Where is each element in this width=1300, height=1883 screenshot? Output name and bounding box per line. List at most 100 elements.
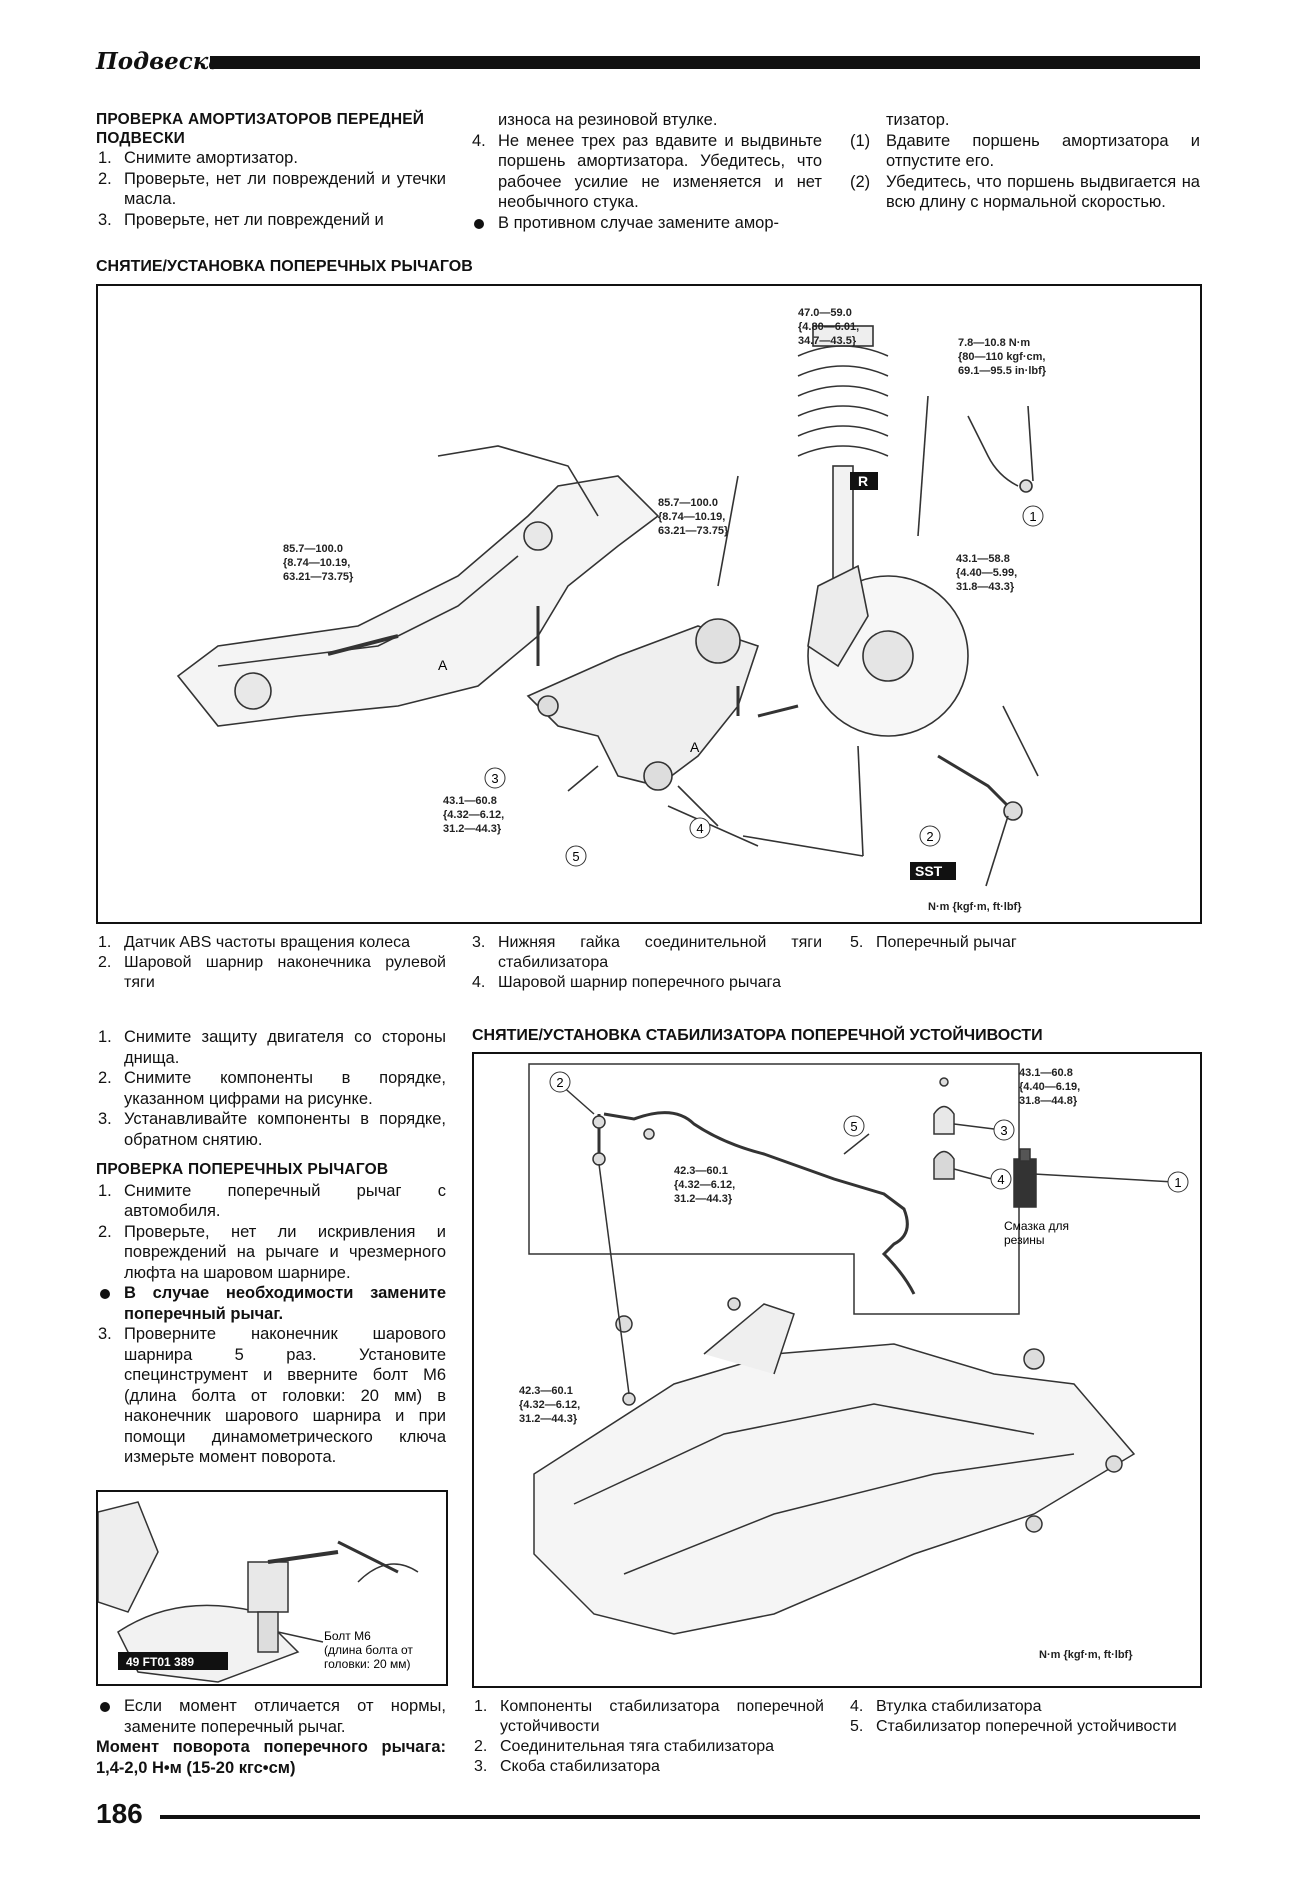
- torque-check-diagram: 49 FT01 389 Болт M6 (длина болта от голо…: [98, 1501, 419, 1683]
- torque-link-lower-3: 31.2—44.3}: [519, 1413, 578, 1425]
- caption-item: 4.Шаровой шарнир поперечного рычага: [472, 974, 782, 991]
- list-item: (1)Вдавите поршень амортизатора и отпуст…: [850, 131, 1200, 171]
- figure-stabilizer: 43.1—60.8 {4.40—6.19, 31.8—44.8} 42.3—60…: [472, 1052, 1202, 1688]
- figure-torque-check: 49 FT01 389 Болт M6 (длина болта от голо…: [96, 1490, 448, 1686]
- torque-abs-2: {80—110 kgf·cm,: [958, 351, 1045, 363]
- list-item: (2)Убедитесь, что поршень выдвигается на…: [850, 172, 1200, 212]
- figure1-title: СНЯТИЕ/УСТАНОВКА ПОПЕРЕЧНЫХ РЫЧАГОВ: [96, 258, 473, 275]
- bolt-label-2: (длина болта от: [324, 1643, 413, 1657]
- arm-check-heading: Проверка поперечных рычагов: [96, 1161, 389, 1178]
- callout-4: 4: [997, 1172, 1004, 1187]
- stabilizer-diagram: 43.1—60.8 {4.40—6.19, 31.8—44.8} 42.3—60…: [519, 1063, 1189, 1661]
- caption-item: 1.Компоненты стабилизатора поперечной ус…: [474, 1698, 824, 1735]
- fig1-caption-col1: 1.Датчик ABS частоты вращения колеса 2.Ш…: [96, 933, 446, 993]
- list-item: 3.Проверните наконечник шарового шарнира…: [98, 1325, 446, 1466]
- torque-balljoint-3: 31.2—44.3}: [443, 823, 502, 835]
- caption-item: 2.Соединительная тяга стабилизатора: [474, 1738, 775, 1755]
- units-label: N·m {kgf·m, ft·lbf}: [1039, 1649, 1133, 1661]
- list-item: 2.Снимите компоненты в порядке, указанно…: [98, 1069, 446, 1108]
- bullet-item: В противном случае замените амор-: [470, 213, 822, 234]
- figure-lower-arm: 47.0—59.0 {4.80—6.01, 34.7—43.5} 7.8—10.…: [96, 284, 1202, 924]
- torque-bracket-1: 43.1—60.8: [1019, 1067, 1073, 1079]
- figure2-title: СНЯТИЕ/УСТАНОВКА СТАБИЛИЗАТОРА ПОПЕРЕЧНО…: [472, 1027, 1043, 1044]
- r-badge-label: R: [858, 473, 868, 489]
- torque-arm-rear-2: {8.74—10.19,: [658, 511, 725, 523]
- list-item-continued: износа на резиновой втулке.: [498, 111, 718, 129]
- list-item: 1.Снимите поперечный рычаг с автомобиля.: [98, 1181, 446, 1221]
- list-item: 3.Устанавливайте компоненты в порядке, о…: [98, 1110, 446, 1149]
- caption-item: 5.Поперечный рычаг: [850, 934, 1017, 951]
- fig1-caption-col3: 5.Поперечный рычаг: [848, 933, 1200, 953]
- callout-2: 2: [556, 1075, 563, 1090]
- caption-item: 3.Нижняя гайка соединительной тяги стаби…: [472, 934, 822, 971]
- torque-link-lower-2: {4.32—6.12,: [519, 1399, 580, 1411]
- fig1-caption-col2: 3.Нижняя гайка соединительной тяги стаби…: [470, 933, 822, 993]
- torque-arm-bolt-3: 63.21—73.75}: [283, 571, 354, 583]
- fig2-caption-col2: 4.Втулка стабилизатора 5.Стабилизатор по…: [848, 1697, 1202, 1737]
- torque-knuckle-3: 31.8—43.3}: [956, 581, 1015, 593]
- callout-1: 1: [1029, 509, 1036, 524]
- marker-a-right: A: [690, 739, 700, 755]
- callout-3: 3: [491, 771, 498, 786]
- torque-knuckle-2: {4.40—5.99,: [956, 567, 1017, 579]
- page-number: 186: [96, 1798, 143, 1829]
- callout-5: 5: [572, 849, 579, 864]
- list-item: 1.Снимите защиту двигателя со стороны дн…: [98, 1028, 446, 1067]
- r-badge: [850, 472, 878, 490]
- caption-item: 2.Шаровой шарнир наконечника рулевой тяг…: [98, 954, 446, 991]
- torque-bracket-2: {4.40—6.19,: [1019, 1081, 1080, 1093]
- shock-check-heading: Проверка амортизаторов передней подвески: [96, 111, 425, 147]
- bolt-label-3: головки: 20 мм): [324, 1657, 411, 1671]
- torque-balljoint-1: 43.1—60.8: [443, 795, 497, 807]
- caption-item: 3.Скоба стабилизатора: [474, 1758, 660, 1775]
- bullet-item: Если момент отличается от нормы, заменит…: [96, 1696, 446, 1737]
- torque-strut-2: {4.80—6.01,: [798, 321, 859, 333]
- list-item: 1.Снимите амортизатор.: [98, 149, 298, 167]
- units-label: N·m {kgf·m, ft·lbf}: [928, 901, 1022, 913]
- torque-arm-rear-3: 63.21—73.75}: [658, 525, 729, 537]
- torque-link-lower-1: 42.3—60.1: [519, 1385, 573, 1397]
- grease-label-2: резины: [1004, 1233, 1045, 1247]
- tool-badge: [118, 1652, 228, 1670]
- torque-strut-3: 34.7—43.5}: [798, 335, 857, 347]
- list-item: 3.Проверьте, нет ли повреждений и: [98, 210, 384, 229]
- footer-rule: [160, 1815, 1200, 1819]
- torque-link-upper-1: 42.3—60.1: [674, 1165, 728, 1177]
- list-item-continued: тизатор.: [886, 111, 950, 129]
- top-column-1: Проверка амортизаторов передней подвески…: [96, 110, 446, 230]
- section-title: Подвеска: [96, 48, 224, 75]
- sst-badge-label: SST: [915, 863, 943, 879]
- marker-a-left: A: [438, 657, 448, 673]
- callout-2: 2: [926, 829, 933, 844]
- torque-arm-bolt-2: {8.74—10.19,: [283, 557, 350, 569]
- lower-arm-diagram: 47.0—59.0 {4.80—6.01, 34.7—43.5} 7.8—10.…: [176, 307, 1047, 913]
- caption-item: 5.Стабилизатор поперечной устойчивости: [850, 1718, 1177, 1735]
- torque-link-upper-2: {4.32—6.12,: [674, 1179, 735, 1191]
- grease-label-1: Смазка для: [1004, 1219, 1069, 1233]
- fig2-caption-col1: 1.Компоненты стабилизатора поперечной ус…: [472, 1697, 824, 1777]
- callout-3: 3: [1000, 1123, 1007, 1138]
- torque-abs-1: 7.8—10.8 N·m: [958, 337, 1030, 349]
- torque-balljoint-2: {4.32—6.12,: [443, 809, 504, 821]
- callout-1: 1: [1174, 1175, 1181, 1190]
- callout-5: 5: [850, 1119, 857, 1134]
- torque-link-upper-3: 31.2—44.3}: [674, 1193, 733, 1205]
- torque-arm-rear-1: 85.7—100.0: [658, 497, 718, 509]
- left-column: 1.Снимите защиту двигателя со стороны дн…: [96, 1027, 446, 1468]
- left-column-bottom: Если момент отличается от нормы, заменит…: [96, 1696, 446, 1778]
- callout-4: 4: [696, 821, 703, 836]
- torque-strut-1: 47.0—59.0: [798, 307, 852, 319]
- bolt-label-1: Болт M6: [324, 1629, 371, 1643]
- caption-item: 4.Втулка стабилизатора: [850, 1698, 1042, 1715]
- header-rule: [210, 56, 1200, 69]
- sst-badge: [910, 862, 956, 880]
- torque-bracket-3: 31.8—44.8}: [1019, 1095, 1078, 1107]
- torque-arm-bolt-1: 85.7—100.0: [283, 543, 343, 555]
- top-column-2: износа на резиновой втулке. 4.Не менее т…: [470, 110, 822, 233]
- list-item: 4.Не менее трех раз вдавите и выдвиньте …: [472, 131, 822, 212]
- torque-spec: Момент поворота поперечного рычага: 1,4-…: [96, 1738, 446, 1777]
- bullet-item: В случае необходимости замените поперечн…: [96, 1283, 446, 1324]
- top-column-3: тизатор. (1)Вдавите поршень амортизатора…: [848, 110, 1200, 213]
- caption-item: 1.Датчик ABS частоты вращения колеса: [98, 934, 411, 951]
- torque-abs-3: 69.1—95.5 in·lbf}: [958, 365, 1047, 377]
